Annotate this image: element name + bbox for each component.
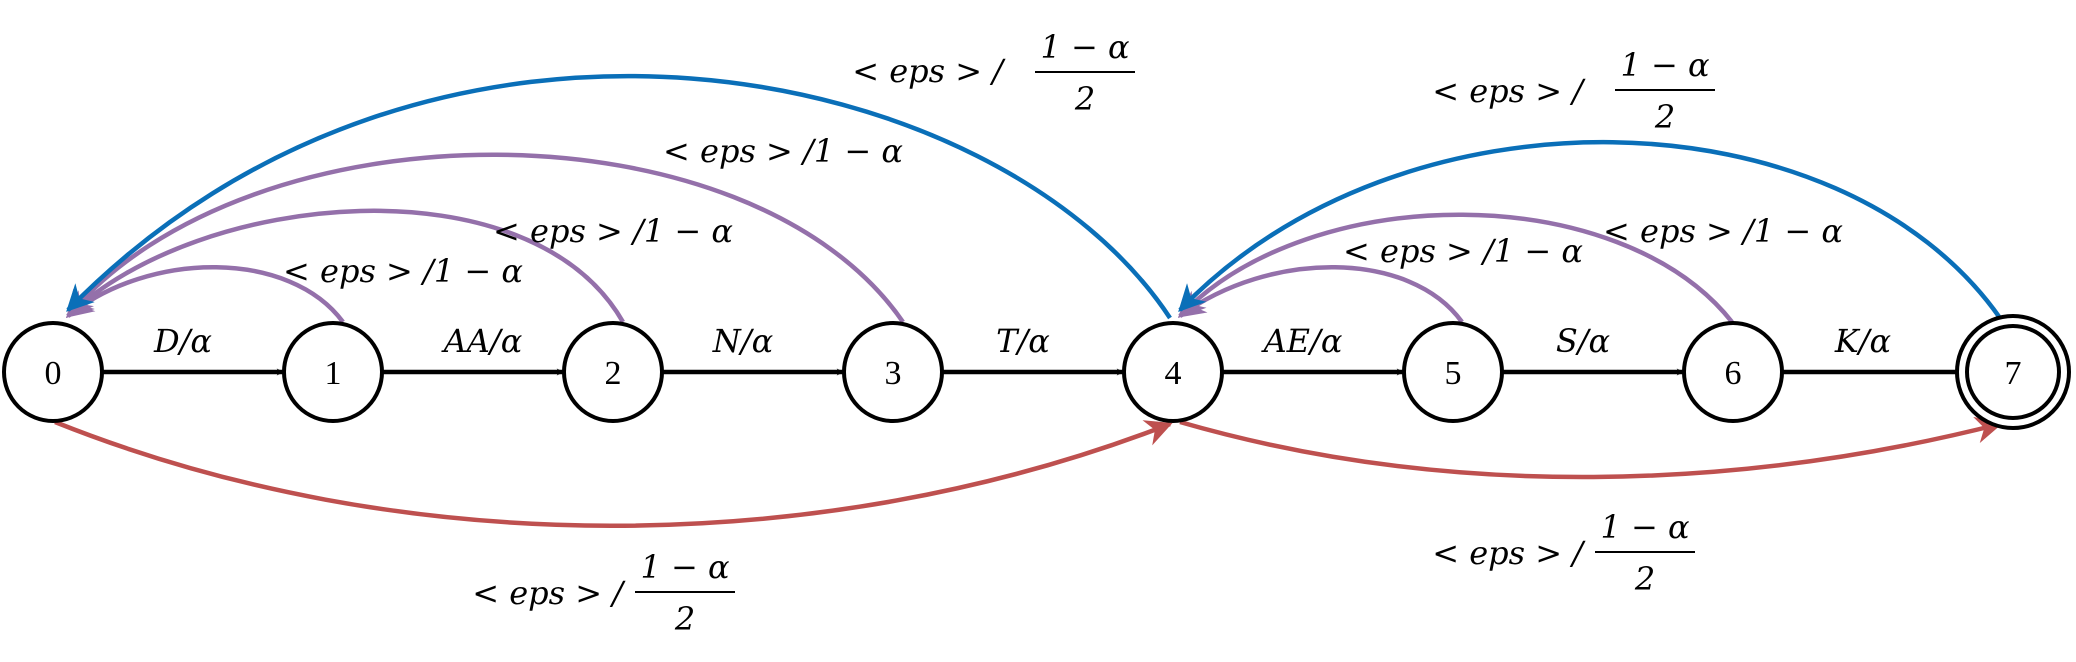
frac-den: 2 [674, 600, 695, 638]
state-7-final: 7 [1955, 314, 2071, 430]
edge-label-4-5: AE/α [1261, 322, 1343, 360]
state-label: 6 [1725, 355, 1742, 392]
edge-label-text: < eps > / [472, 574, 626, 612]
edge-4-0 [66, 73, 1172, 320]
state-label: 3 [885, 355, 902, 392]
edge-label-text: < eps > / [1432, 72, 1586, 110]
state-0: 0 [2, 321, 104, 423]
edge-4-7 [1179, 416, 2003, 480]
edge-3-0 [66, 152, 905, 324]
edge-1-0 [65, 265, 345, 324]
state-3: 3 [842, 321, 944, 423]
frac-num: 1 − α [1620, 46, 1709, 84]
frac-den: 2 [1074, 80, 1095, 118]
edge-label-5-6: S/α [1556, 322, 1610, 360]
edge-label-3-0: < eps > /1 − α [663, 132, 903, 170]
edge-label-6-7: K/α [1834, 322, 1891, 360]
state-label: 2 [605, 355, 622, 392]
edge-label-2-0: < eps > /1 − α [493, 212, 733, 250]
edge-label-1-0: < eps > /1 − α [283, 252, 523, 290]
edge-2-0 [66, 208, 625, 324]
frac-num: 1 − α [1600, 508, 1689, 546]
edge-label-2-3: N/α [712, 322, 773, 360]
edge-label-3-4: T/α [996, 322, 1050, 360]
state-5: 5 [1402, 321, 1504, 423]
state-6: 6 [1682, 321, 1784, 423]
edge-label-5-4: < eps > /1 − α [1343, 232, 1583, 270]
state-label: 4 [1165, 355, 1182, 392]
state-2: 2 [562, 321, 664, 423]
edge-6-4 [1178, 212, 1734, 324]
edge-label-6-4: < eps > /1 − α [1603, 212, 1843, 250]
frac-den: 2 [1634, 560, 1655, 598]
edge-label-0-1: D/α [153, 322, 212, 360]
state-4: 4 [1122, 321, 1224, 423]
state-label: 1 [325, 355, 342, 392]
frac-den: 2 [1654, 98, 1675, 136]
frac-num: 1 − α [640, 548, 729, 586]
edge-5-4 [1177, 265, 1464, 324]
edge-label-4-7: < eps > / 1 − α 2 [1432, 508, 1695, 598]
state-label: 7 [2005, 355, 2022, 392]
edge-label-text: < eps > / [852, 52, 1006, 90]
frac-num: 1 − α [1040, 28, 1129, 66]
edge-label-0-4: < eps > / 1 − α 2 [472, 548, 735, 638]
edge-label-text: < eps > / [1432, 534, 1586, 572]
edge-label-4-0: < eps > / 1 − α 2 [852, 28, 1135, 118]
state-label: 0 [45, 355, 62, 392]
edge-label-7-4: < eps > / 1 − α 2 [1432, 46, 1715, 136]
edge-0-4 [54, 419, 1173, 528]
edge-7-4 [1178, 139, 2002, 320]
edge-label-1-2: AA/α [441, 322, 523, 360]
state-label: 5 [1445, 355, 1462, 392]
state-1: 1 [282, 321, 384, 423]
